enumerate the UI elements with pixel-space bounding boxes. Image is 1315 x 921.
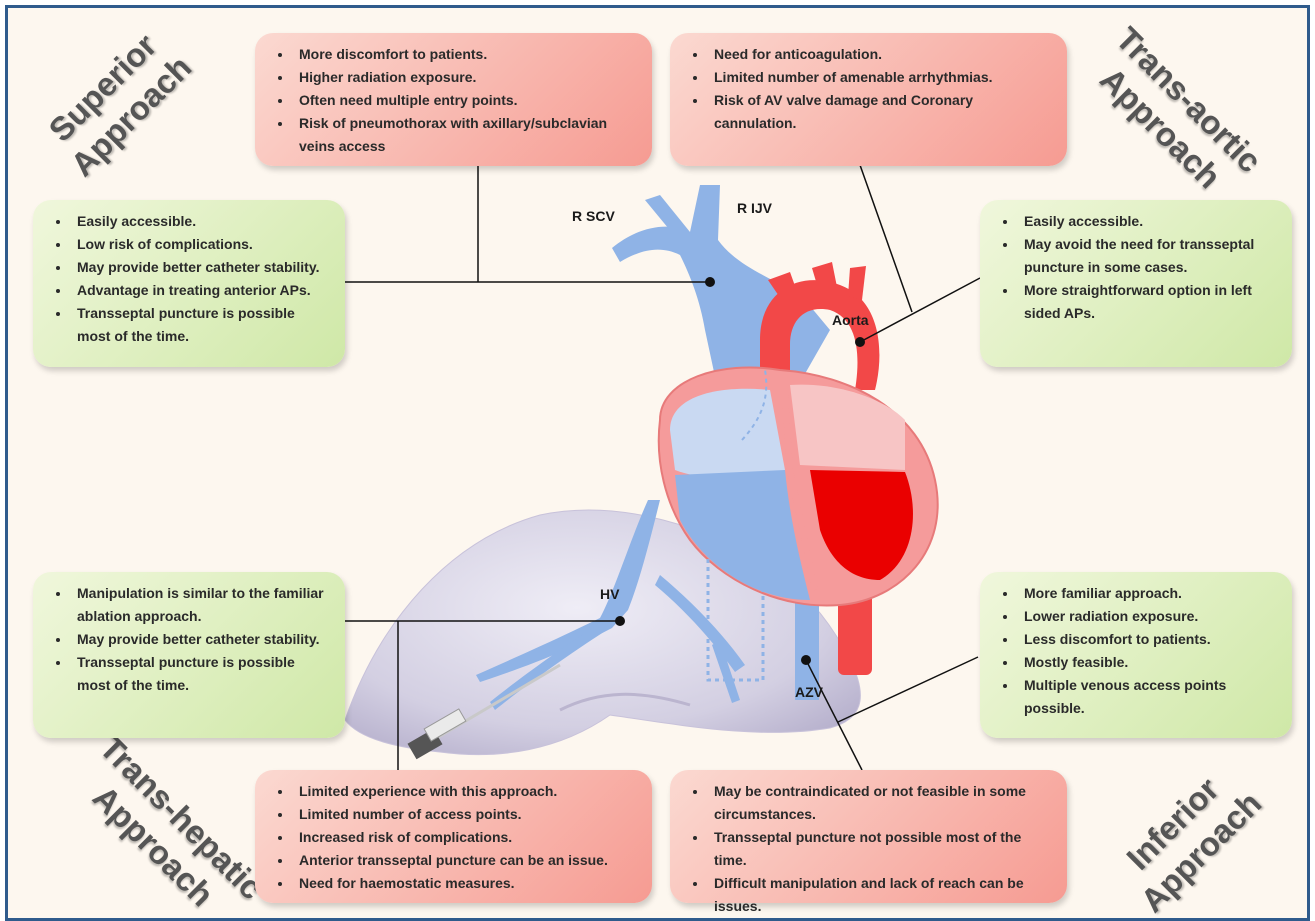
superior-pros-box: Easily accessible. Low risk of complicat…: [33, 200, 345, 367]
list-item: Higher radiation exposure.: [293, 66, 638, 89]
list-item: Transseptal puncture is possible most of…: [71, 651, 331, 697]
transaortic-cons-box: Need for anticoagulation. Limited number…: [670, 33, 1067, 166]
list-item: More straightforward option in left side…: [1018, 279, 1278, 325]
heart-left-atrium: [790, 385, 905, 470]
list-item: Risk of pneumothorax with axillary/subcl…: [293, 112, 638, 158]
transhepatic-pros-list: Manipulation is similar to the familiar …: [43, 582, 331, 697]
connector-aortic-pros: [860, 278, 980, 342]
transaortic-pros-list: Easily accessible. May avoid the need fo…: [990, 210, 1278, 325]
list-item: Advantage in treating anterior APs.: [71, 279, 331, 302]
list-item: May avoid the need for transseptal punct…: [1018, 233, 1278, 279]
list-item: Limited number of access points.: [293, 803, 638, 826]
point-azv: [801, 655, 811, 665]
inferior-cons-box: May be contraindicated or not feasible i…: [670, 770, 1067, 903]
label-r-scv: R SCV: [572, 208, 615, 224]
list-item: Transseptal puncture not possible most o…: [708, 826, 1053, 872]
list-item: May be contraindicated or not feasible i…: [708, 780, 1053, 826]
inferior-cons-list: May be contraindicated or not feasible i…: [680, 780, 1053, 918]
transaortic-pros-box: Easily accessible. May avoid the need fo…: [980, 200, 1292, 367]
transhepatic-pros-box: Manipulation is similar to the familiar …: [33, 572, 345, 738]
list-item: Easily accessible.: [1018, 210, 1278, 233]
point-hv: [615, 616, 625, 626]
label-r-ijv: R IJV: [737, 200, 772, 216]
label-aorta: Aorta: [832, 312, 869, 328]
aortic-branch-3: [848, 266, 866, 300]
list-item: Lower radiation exposure.: [1018, 605, 1278, 628]
list-item: Low risk of complications.: [71, 233, 331, 256]
list-item: More discomfort to patients.: [293, 43, 638, 66]
inferior-pros-list: More familiar approach. Lower radiation …: [990, 582, 1278, 720]
list-item: Limited number of amenable arrhythmias.: [708, 66, 1053, 89]
list-item: Risk of AV valve damage and Coronary can…: [708, 89, 1053, 135]
list-item: Mostly feasible.: [1018, 651, 1278, 674]
list-item: Multiple venous access points possible.: [1018, 674, 1278, 720]
superior-pros-list: Easily accessible. Low risk of complicat…: [43, 210, 331, 348]
list-item: Less discomfort to patients.: [1018, 628, 1278, 651]
list-item: Difficult manipulation and lack of reach…: [708, 872, 1053, 918]
connector-aortic-cons: [860, 165, 912, 312]
transaortic-cons-list: Need for anticoagulation. Limited number…: [680, 43, 1053, 135]
list-item: Anterior transseptal puncture can be an …: [293, 849, 638, 872]
point-svc: [705, 277, 715, 287]
list-item: Limited experience with this approach.: [293, 780, 638, 803]
transhepatic-cons-box: Limited experience with this approach. L…: [255, 770, 652, 903]
label-azv: AZV: [795, 684, 823, 700]
list-item: Easily accessible.: [71, 210, 331, 233]
superior-cons-box: More discomfort to patients. Higher radi…: [255, 33, 652, 166]
list-item: More familiar approach.: [1018, 582, 1278, 605]
list-item: Increased risk of complications.: [293, 826, 638, 849]
list-item: Often need multiple entry points.: [293, 89, 638, 112]
superior-cons-list: More discomfort to patients. Higher radi…: [265, 43, 638, 158]
inferior-pros-box: More familiar approach. Lower radiation …: [980, 572, 1292, 738]
point-aorta: [855, 337, 865, 347]
label-hv: HV: [600, 586, 619, 602]
list-item: Manipulation is similar to the familiar …: [71, 582, 331, 628]
transhepatic-cons-list: Limited experience with this approach. L…: [265, 780, 638, 895]
list-item: May provide better catheter stability.: [71, 256, 331, 279]
list-item: Need for anticoagulation.: [708, 43, 1053, 66]
list-item: Transseptal puncture is possible most of…: [71, 302, 331, 348]
heart-right-atrium: [670, 389, 785, 478]
list-item: May provide better catheter stability.: [71, 628, 331, 651]
list-item: Need for haemostatic measures.: [293, 872, 638, 895]
